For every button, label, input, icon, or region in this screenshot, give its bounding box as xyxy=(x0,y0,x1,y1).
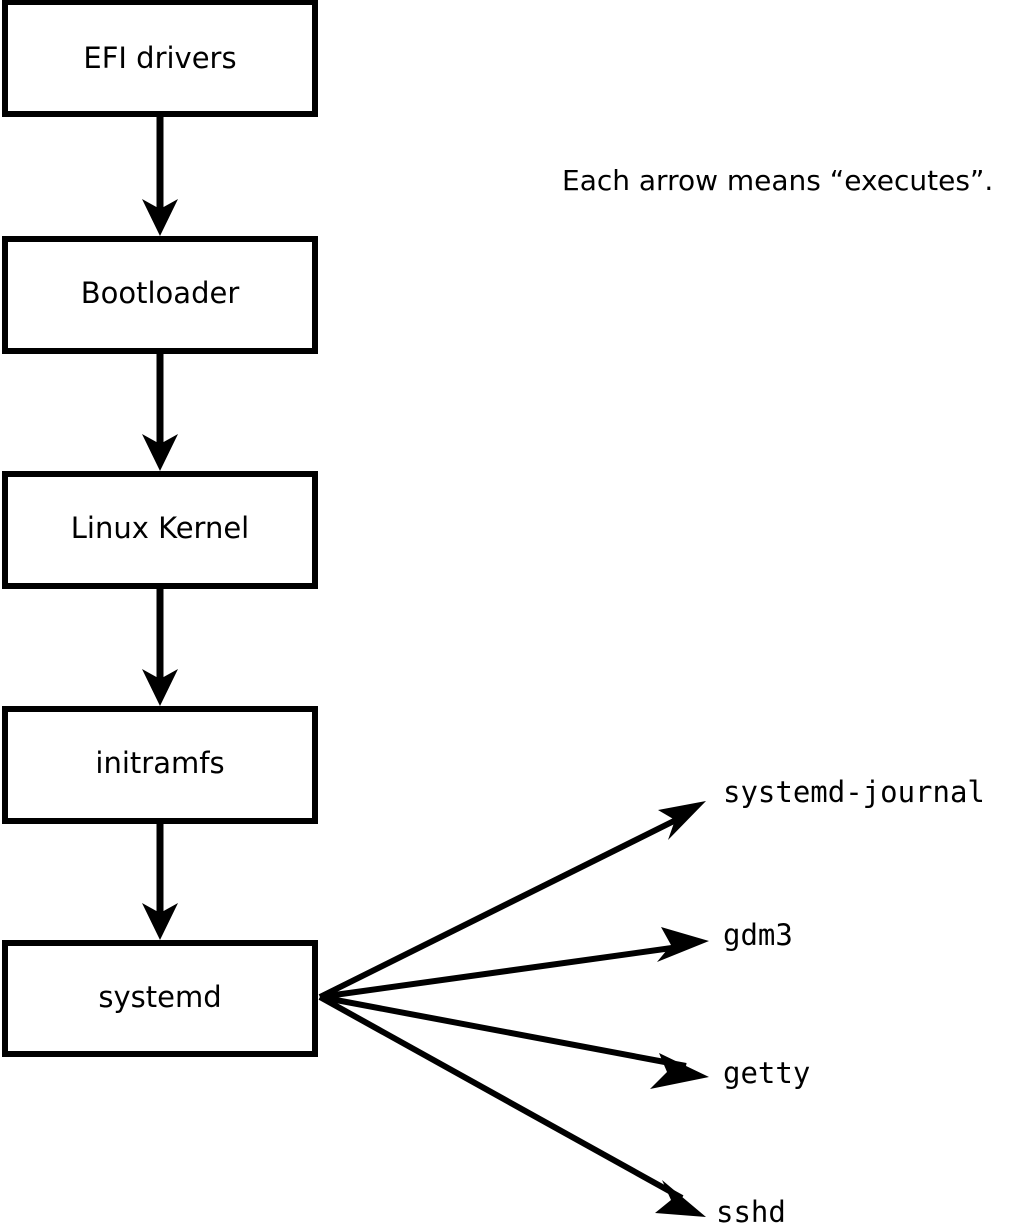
leaf-labels: systemd-journal gdm3 getty sshd xyxy=(716,775,985,1229)
node-efi-drivers-rect[interactable] xyxy=(2,0,318,117)
node-bootloader[interactable]: Bootloader xyxy=(2,236,318,354)
node-initramfs[interactable]: initramfs xyxy=(2,706,318,824)
node-linux-kernel-label: Linux Kernel xyxy=(71,511,249,545)
node-linux-kernel[interactable]: Linux Kernel xyxy=(2,471,318,589)
node-linux-kernel-rect[interactable] xyxy=(2,471,318,589)
arrow-efi-to-bootloader-head xyxy=(142,199,178,236)
arrow-bootloader-to-kernel xyxy=(142,351,178,471)
arrow-efi-to-bootloader xyxy=(142,116,178,236)
arrow-systemd-to-systemd-journal-head xyxy=(658,801,706,840)
node-efi-drivers-label: EFI drivers xyxy=(83,41,236,75)
arrow-systemd-to-sshd-line xyxy=(318,994,684,1201)
node-systemd-rect[interactable] xyxy=(2,940,318,1057)
arrow-initramfs-to-systemd xyxy=(142,821,178,940)
arrow-bootloader-to-kernel-head xyxy=(142,434,178,471)
arrow-systemd-to-systemd-journal xyxy=(318,801,706,1000)
arrow-systemd-to-getty-line xyxy=(319,994,687,1069)
leaf-label-gdm3[interactable]: gdm3 xyxy=(723,918,793,952)
arrow-systemd-to-getty xyxy=(319,994,709,1089)
arrow-kernel-to-initramfs xyxy=(142,586,178,706)
leaf-label-getty[interactable]: getty xyxy=(723,1056,810,1090)
arrow-systemd-to-systemd-journal-line xyxy=(318,813,686,1000)
arrow-systemd-to-gdm3 xyxy=(319,927,709,1000)
node-efi-drivers[interactable]: EFI drivers xyxy=(2,0,318,117)
node-systemd-label: systemd xyxy=(98,980,221,1014)
arrow-systemd-to-sshd xyxy=(318,994,706,1217)
leaf-label-systemd-journal[interactable]: systemd-journal xyxy=(723,775,985,809)
node-initramfs-label: initramfs xyxy=(95,746,224,780)
arrow-systemd-to-gdm3-line xyxy=(319,943,687,1000)
arrow-systemd-to-getty-head xyxy=(650,1053,709,1089)
node-bootloader-label: Bootloader xyxy=(81,276,240,310)
node-systemd[interactable]: systemd xyxy=(2,940,318,1057)
fanout-arrows xyxy=(318,801,709,1217)
diagram-caption: Each arrow means “executes”. xyxy=(562,164,993,197)
leaf-label-sshd[interactable]: sshd xyxy=(716,1195,786,1229)
node-bootloader-rect[interactable] xyxy=(2,236,318,354)
arrow-kernel-to-initramfs-head xyxy=(142,669,178,706)
chain-boxes: EFI drivers Bootloader Linux Kernel init… xyxy=(2,0,318,1057)
arrow-systemd-to-gdm3-head xyxy=(657,927,709,962)
arrow-systemd-to-sshd-head xyxy=(655,1180,706,1217)
chain-arrows xyxy=(142,116,178,940)
arrow-initramfs-to-systemd-head xyxy=(142,903,178,940)
